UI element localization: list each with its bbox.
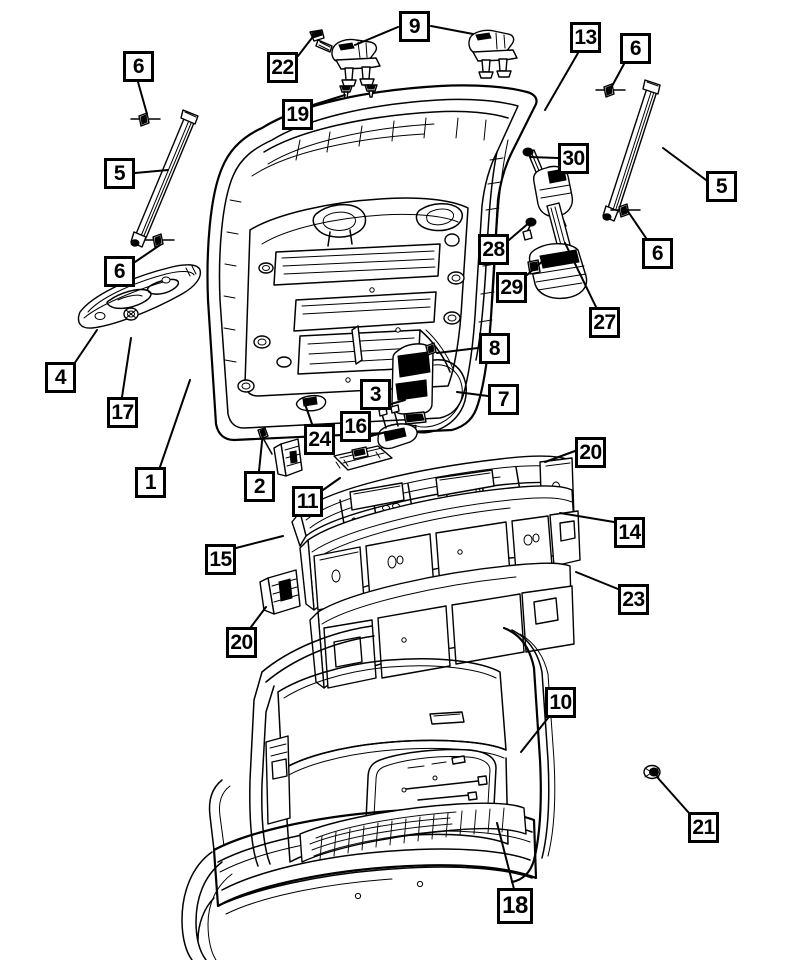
callout-28[interactable]: 28 [478,234,509,265]
latch-3-art [391,342,437,425]
callout-23[interactable]: 23 [618,584,649,615]
screws-6-art [130,83,641,248]
callout-2[interactable]: 2 [244,471,275,502]
callout-15[interactable]: 15 [205,544,236,575]
push-pin-retainers-art [339,84,378,99]
callout-7[interactable]: 7 [488,384,519,415]
callout-10[interactable]: 10 [545,687,576,718]
callout-19[interactable]: 19 [282,99,313,130]
license-plate-bracket-11-art [333,445,393,471]
callout-5-left[interactable]: 5 [104,158,135,189]
bushing-24-art [295,394,327,412]
liftgate-hinge-left-art [331,38,381,87]
callout-6-upper-right[interactable]: 6 [620,33,651,64]
callout-20-left[interactable]: 20 [226,627,257,658]
callout-6-mid-right[interactable]: 6 [642,238,673,269]
callout-6-upper-left[interactable]: 6 [123,51,154,82]
callout-22[interactable]: 22 [267,52,298,83]
callout-3[interactable]: 3 [360,379,391,410]
gas-strut-right-art [602,79,661,222]
callout-4[interactable]: 4 [45,362,76,393]
screw-6-upper-right [595,83,626,98]
screw-6-upper-left [130,112,161,127]
callout-30[interactable]: 30 [558,143,589,174]
callout-21[interactable]: 21 [688,812,719,843]
callout-5-right[interactable]: 5 [706,171,737,202]
callout-1[interactable]: 1 [135,467,166,498]
callout-24[interactable]: 24 [304,424,335,455]
grommet-plug-21-art [643,764,661,780]
liftgate-hinge-right-art [468,29,518,79]
callout-18[interactable]: 18 [497,888,533,924]
callout-14[interactable]: 14 [614,517,645,548]
liftgate-applique-art [77,264,202,329]
callout-29[interactable]: 29 [496,272,527,303]
bumper-stop-20-upper-art [273,438,303,477]
vehicle-rear-view-art [181,625,556,960]
gas-strut-left-art [130,109,199,248]
outside-handle-switch-16-art [377,404,418,450]
callout-27[interactable]: 27 [589,307,620,338]
callout-11[interactable]: 11 [292,486,323,517]
callout-17[interactable]: 17 [107,397,138,428]
callout-20-right[interactable]: 20 [575,437,606,468]
callout-13[interactable]: 13 [570,22,601,53]
callout-8[interactable]: 8 [479,333,510,364]
screw-2-art [257,427,273,455]
leader-lines [73,25,707,890]
nut-retainer-17-art [123,307,139,321]
callout-9[interactable]: 9 [399,11,430,42]
callout-6-mid-left[interactable]: 6 [104,256,135,287]
screw-6-mid-left [144,233,175,248]
screw-6-mid-right [610,203,641,218]
bolt-22-art [309,29,333,53]
callout-16[interactable]: 16 [340,411,371,442]
